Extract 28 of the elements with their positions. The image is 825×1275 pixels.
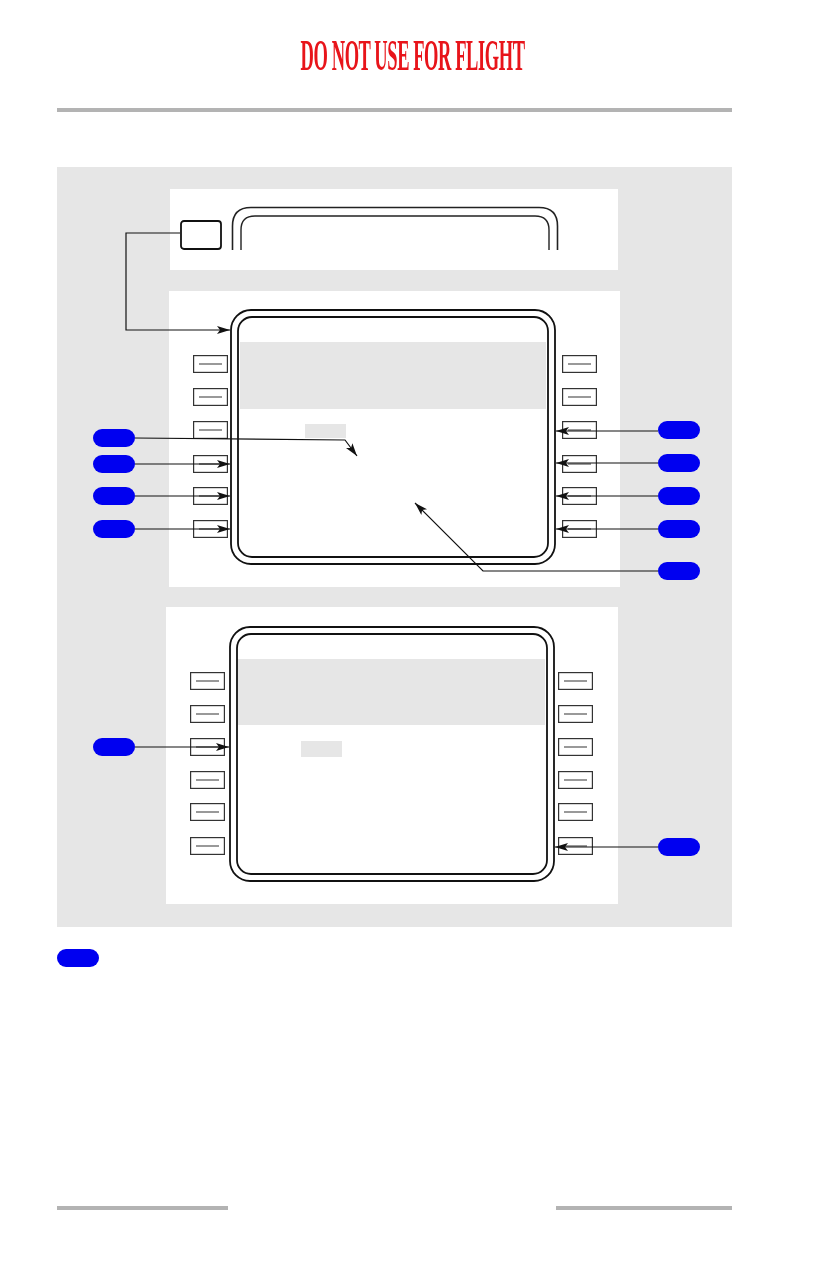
leader-line <box>134 525 231 533</box>
callout-marker <box>93 738 135 756</box>
leader-line <box>134 492 231 500</box>
leader-line <box>555 427 659 435</box>
callout-marker <box>93 455 135 473</box>
arrow <box>125 232 231 334</box>
display-screen <box>229 626 555 882</box>
callout-marker <box>658 454 700 472</box>
callout-marker <box>658 487 700 505</box>
callout-marker <box>93 429 135 447</box>
leader-line <box>134 743 230 751</box>
callout-marker <box>658 562 700 580</box>
callout-marker <box>57 949 99 967</box>
leader-line <box>555 525 659 533</box>
leader-line <box>134 460 231 468</box>
display-screen <box>230 309 556 565</box>
callout-marker <box>658 838 700 856</box>
leader-line <box>414 502 659 572</box>
callout-marker <box>658 421 700 439</box>
leader-line <box>555 492 659 500</box>
leader-line <box>554 843 659 851</box>
leader-line <box>134 437 358 457</box>
leader-line <box>555 459 659 467</box>
callout-marker <box>93 487 135 505</box>
callout-marker <box>93 520 135 538</box>
function-key <box>180 220 222 250</box>
warning-heading: DO NOT USE FOR FLIGHT <box>300 34 525 78</box>
callout-marker <box>658 520 700 538</box>
